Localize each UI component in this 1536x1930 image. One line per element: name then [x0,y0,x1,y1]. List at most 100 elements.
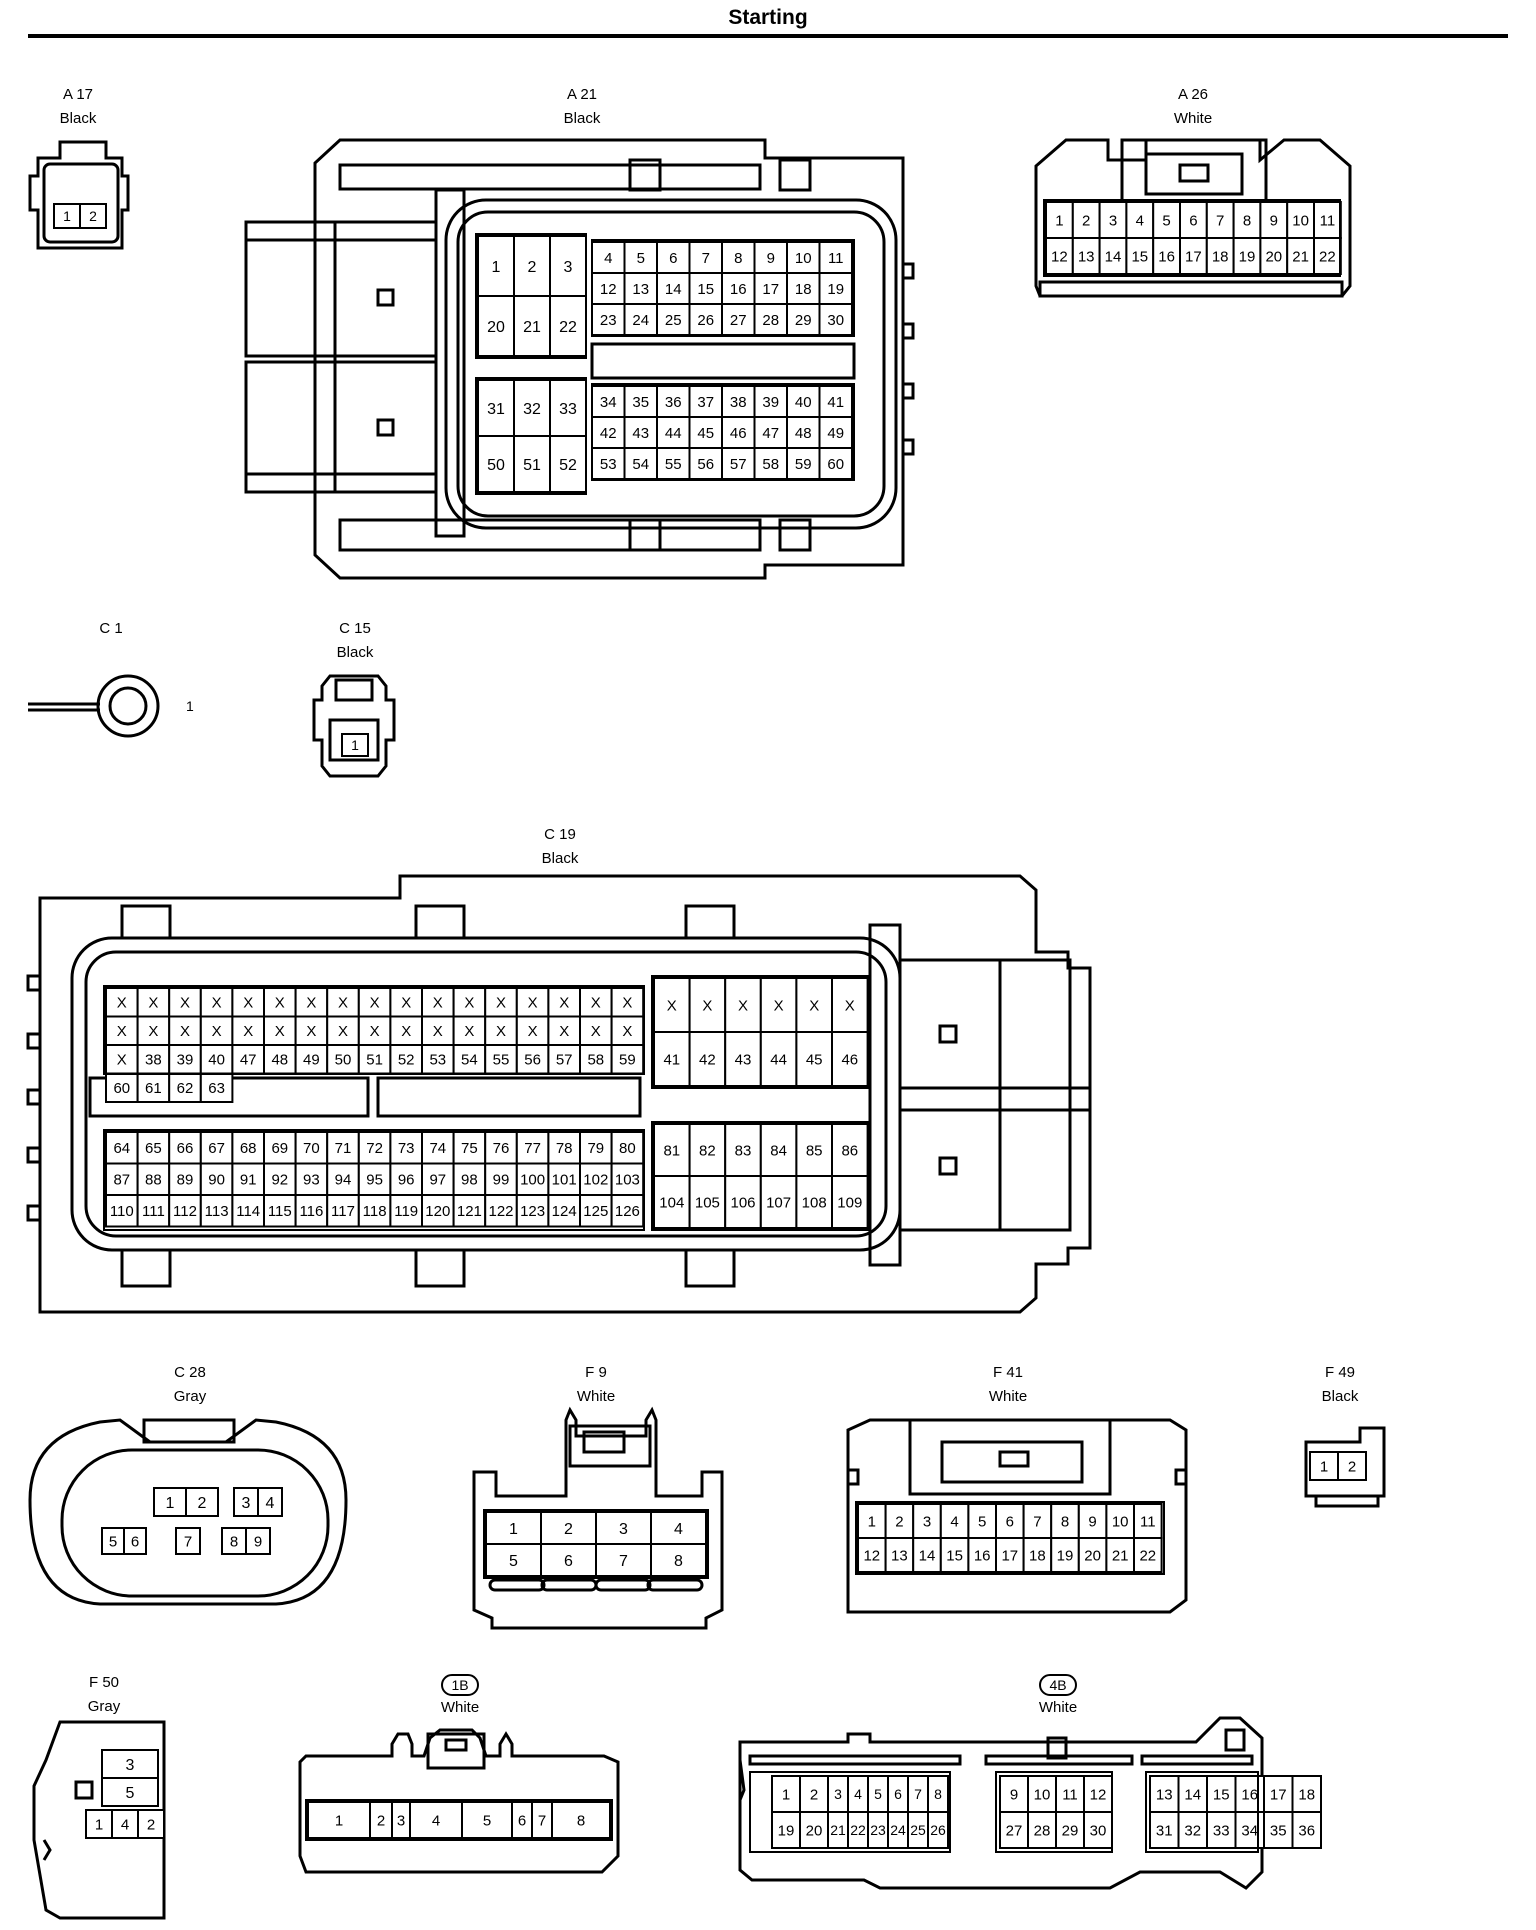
label-f9: F 9 White [516,1364,676,1405]
pin-cell [540,1511,597,1545]
pin-label: 50 [335,1052,352,1069]
pin-label: 10 [795,250,812,267]
pin-label: 82 [699,1142,716,1159]
pin-label: X [148,995,158,1012]
pin-label: 4 [266,1495,275,1512]
connector-code: A 21 [566,86,598,103]
pin-cell [105,987,139,1018]
label-a21: A 21 Black [502,86,662,127]
pin-label: 28 [1034,1822,1051,1839]
pin-label: 9 [767,250,775,267]
pin-label: 12 [600,281,617,298]
pin-cell [199,1072,234,1103]
connector-color: White [988,1388,1028,1405]
pin-label: 16 [1158,248,1175,265]
pin-label: 56 [697,456,714,473]
pin-label: 5 [637,250,645,267]
pin-label: 52 [559,457,577,474]
pin-label: 22 [559,319,577,336]
pin-cell [753,272,788,305]
pin-label: 65 [145,1140,162,1157]
pin-cell [515,1194,550,1228]
pin-label: 106 [730,1194,755,1211]
page-title: Starting [728,6,808,29]
pin-label: 21 [523,319,541,336]
pin-cell [136,1072,171,1103]
pin-cell [485,1511,542,1545]
pin-label: 17 [1270,1786,1287,1803]
pin-label: 2 [147,1816,155,1833]
pin-label: 95 [366,1172,383,1189]
pin-label: 49 [827,425,844,442]
pin-label: 6 [1006,1513,1014,1530]
pin-cell [656,416,691,449]
pin-label: 8 [1061,1513,1069,1530]
connector-color: Gray [87,1698,121,1715]
pin-label: 114 [236,1203,260,1220]
pin-label: 41 [827,394,844,411]
pin-label: 87 [113,1172,130,1189]
pin-cell [257,1487,283,1517]
pin-label: X [738,997,748,1014]
pin-label: 41 [663,1051,680,1068]
pin-label: 36 [665,394,682,411]
pin-cell [1286,201,1315,239]
pin-cell [245,1527,271,1555]
pin-cell [1263,1811,1294,1849]
pin-cell [101,1777,159,1807]
pin-cell [221,1527,247,1555]
label-f41: F 41 White [928,1364,1088,1405]
pin-cell [656,447,691,480]
pin-label: 8 [230,1533,238,1550]
pin-label: 40 [795,394,812,411]
pin-label: 60 [827,456,844,473]
pin-label: X [591,995,601,1012]
pin-label: 1 [492,259,501,276]
pin-label: 51 [366,1052,383,1069]
pin-label: 14 [1105,248,1122,265]
pin-label: 4 [950,1513,958,1530]
pin-label: 43 [632,425,649,442]
connector-color: Gray [173,1388,207,1405]
pin-label: X [117,1052,127,1069]
pin-label: 11 [1320,212,1336,229]
pin-label: 8 [577,1812,585,1829]
pin-label: 26 [697,312,714,329]
pin-cell [540,1543,597,1577]
pin-label: X [433,995,443,1012]
pin-label: 55 [493,1052,510,1069]
pin-label: 35 [632,394,649,411]
pin-label: 2 [198,1495,207,1512]
pin-label: 17 [1185,248,1202,265]
pin-label: 4 [1136,212,1144,229]
pin-label: 10 [1034,1786,1051,1803]
pin-label: 35 [1270,1822,1287,1839]
pin-label: 7 [914,1786,922,1802]
pin-label: 100 [520,1172,545,1189]
pin-label: 18 [795,281,812,298]
pin-cell [610,1044,645,1075]
pin-label: X [667,997,677,1014]
pin-label: X [212,995,222,1012]
pin-label: 11 [1062,1786,1078,1803]
pin-label: 20 [1265,248,1282,265]
pin-label: 26 [930,1822,946,1838]
pin-label: 34 [1241,1822,1258,1839]
pin-label: 20 [487,319,505,336]
pin-cell [389,1194,423,1228]
pin-cell [1083,1811,1113,1849]
pin-label: X [243,1023,253,1040]
pin-cell [137,1809,165,1839]
pin-label: X [622,995,632,1012]
pin-label: 107 [766,1194,791,1211]
pin-label: 6 [1189,212,1197,229]
label-c28: C 28 Gray [110,1364,270,1405]
pin-cell [831,977,869,1033]
pin-cell [1027,1811,1057,1849]
pin-label: 16 [974,1547,991,1564]
pin-cell [263,987,297,1018]
pin-label: 94 [335,1172,352,1189]
junction-code: 1B [441,1674,479,1696]
pin-cell [185,1487,219,1517]
pin-label: X [464,995,474,1012]
